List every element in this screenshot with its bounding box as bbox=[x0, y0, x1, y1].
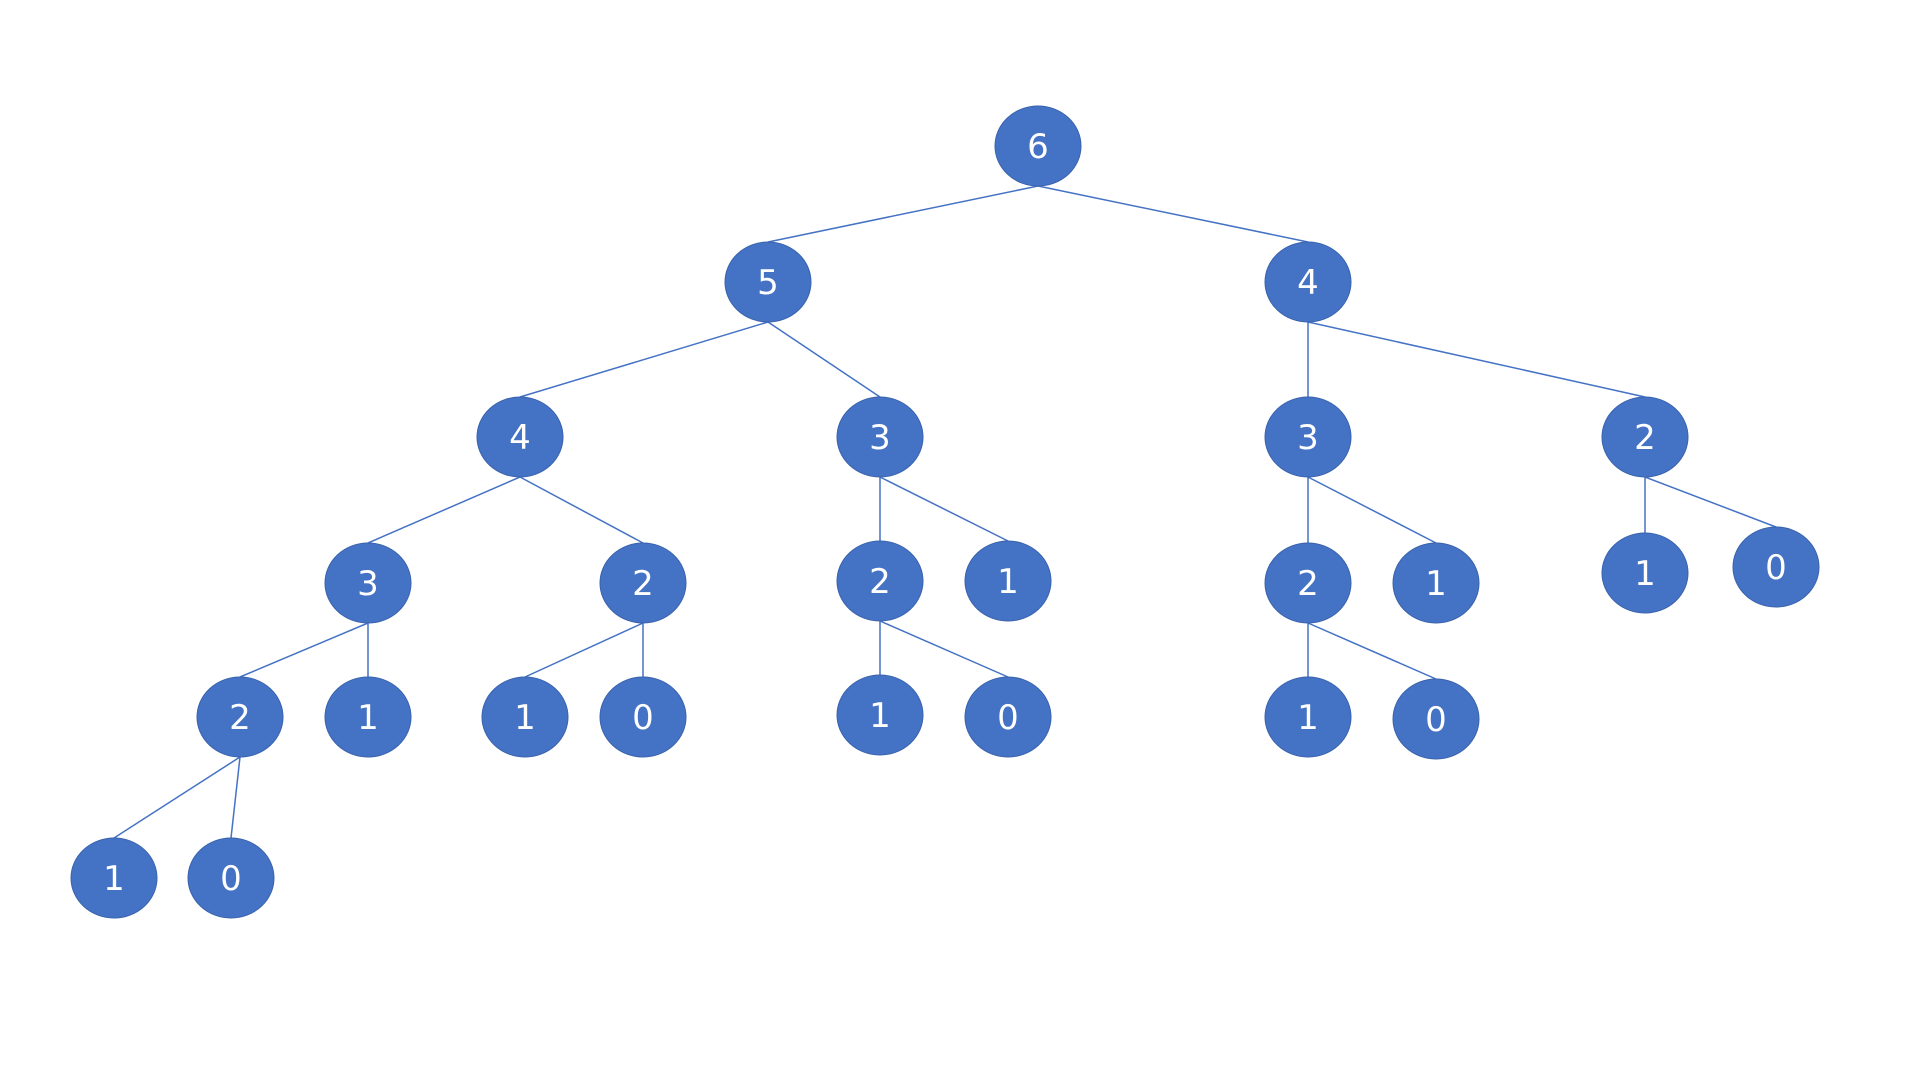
node-label: 1 bbox=[997, 562, 1019, 602]
node-label: 6 bbox=[1027, 127, 1049, 167]
node-circle bbox=[1392, 542, 1480, 624]
tree-edge bbox=[1307, 476, 1437, 544]
tree-node: 3 bbox=[836, 396, 924, 478]
node-circle bbox=[1732, 526, 1820, 608]
node-circle bbox=[70, 837, 158, 919]
node-circle bbox=[994, 105, 1082, 187]
node-label: 0 bbox=[220, 859, 242, 899]
tree-node: 1 bbox=[481, 676, 569, 758]
tree-node: 2 bbox=[196, 676, 284, 758]
node-label: 1 bbox=[357, 698, 379, 738]
tree-edge bbox=[1644, 476, 1777, 528]
tree-edge bbox=[230, 756, 241, 839]
tree-node: 1 bbox=[1601, 532, 1689, 614]
tree-node: 0 bbox=[1392, 678, 1480, 760]
tree-node: 1 bbox=[1264, 676, 1352, 758]
node-circle bbox=[836, 396, 924, 478]
tree-edge bbox=[524, 622, 644, 678]
node-circle bbox=[1392, 678, 1480, 760]
tree-edge bbox=[1307, 622, 1437, 680]
node-circle bbox=[964, 540, 1052, 622]
tree-node: 1 bbox=[70, 837, 158, 919]
tree-edge bbox=[1037, 185, 1309, 243]
tree-edge bbox=[767, 321, 881, 398]
tree-node: 5 bbox=[724, 241, 812, 323]
node-circle bbox=[1264, 241, 1352, 323]
node-circle bbox=[1264, 676, 1352, 758]
tree-node: 6 bbox=[994, 105, 1082, 187]
node-label: 2 bbox=[632, 564, 654, 604]
node-label: 3 bbox=[1297, 418, 1319, 458]
node-circle bbox=[1601, 532, 1689, 614]
node-label: 0 bbox=[1425, 700, 1447, 740]
node-circle bbox=[836, 540, 924, 622]
tree-node: 2 bbox=[1264, 542, 1352, 624]
node-circle bbox=[476, 396, 564, 478]
tree-node: 4 bbox=[1264, 241, 1352, 323]
node-label: 5 bbox=[757, 263, 779, 303]
node-circle bbox=[196, 676, 284, 758]
node-label: 2 bbox=[869, 562, 891, 602]
tree-node: 2 bbox=[836, 540, 924, 622]
node-circle bbox=[1264, 542, 1352, 624]
tree-edge bbox=[767, 185, 1039, 243]
node-circle bbox=[1264, 396, 1352, 478]
tree-edge bbox=[519, 321, 769, 398]
tree-edge bbox=[519, 476, 644, 544]
tree-node: 1 bbox=[964, 540, 1052, 622]
tree-node: 2 bbox=[599, 542, 687, 624]
tree-edge bbox=[367, 476, 521, 544]
node-label: 2 bbox=[1297, 564, 1319, 604]
tree-node: 2 bbox=[1601, 396, 1689, 478]
node-circle bbox=[481, 676, 569, 758]
node-label: 3 bbox=[869, 418, 891, 458]
node-circle bbox=[324, 542, 412, 624]
node-label: 0 bbox=[632, 698, 654, 738]
tree-node: 1 bbox=[1392, 542, 1480, 624]
tree-edge bbox=[113, 756, 241, 839]
nodes-layer: 6 5 4 4 3 3 2 3 2 2 1 2 1 1 0 2 1 1 0 1 0 1 0 1 0 bbox=[70, 105, 1820, 919]
node-circle bbox=[964, 676, 1052, 758]
node-label: 4 bbox=[509, 418, 531, 458]
node-label: 4 bbox=[1297, 263, 1319, 303]
node-circle bbox=[836, 674, 924, 756]
node-circle bbox=[187, 837, 275, 919]
node-circle bbox=[599, 676, 687, 758]
tree-node: 0 bbox=[599, 676, 687, 758]
tree-edge bbox=[239, 622, 369, 678]
node-label: 2 bbox=[229, 698, 251, 738]
node-label: 3 bbox=[357, 564, 379, 604]
node-circle bbox=[1601, 396, 1689, 478]
tree-node: 0 bbox=[187, 837, 275, 919]
node-label: 1 bbox=[103, 859, 125, 899]
tree-node: 4 bbox=[476, 396, 564, 478]
node-label: 1 bbox=[1425, 564, 1447, 604]
tree-node: 1 bbox=[836, 674, 924, 756]
node-label: 1 bbox=[869, 696, 891, 736]
tree-node: 0 bbox=[964, 676, 1052, 758]
edges-layer bbox=[113, 185, 1777, 839]
tree-node: 3 bbox=[1264, 396, 1352, 478]
tree-edge bbox=[879, 620, 1009, 678]
node-label: 1 bbox=[1297, 698, 1319, 738]
node-label: 2 bbox=[1634, 418, 1656, 458]
tree-node: 0 bbox=[1732, 526, 1820, 608]
node-label: 0 bbox=[997, 698, 1019, 738]
node-label: 1 bbox=[514, 698, 536, 738]
node-label: 1 bbox=[1634, 554, 1656, 594]
tree-node: 1 bbox=[324, 676, 412, 758]
tree-edge bbox=[879, 476, 1009, 542]
node-circle bbox=[724, 241, 812, 323]
node-circle bbox=[599, 542, 687, 624]
tree-edge bbox=[1307, 321, 1646, 398]
node-circle bbox=[324, 676, 412, 758]
tree-node: 3 bbox=[324, 542, 412, 624]
node-label: 0 bbox=[1765, 548, 1787, 588]
